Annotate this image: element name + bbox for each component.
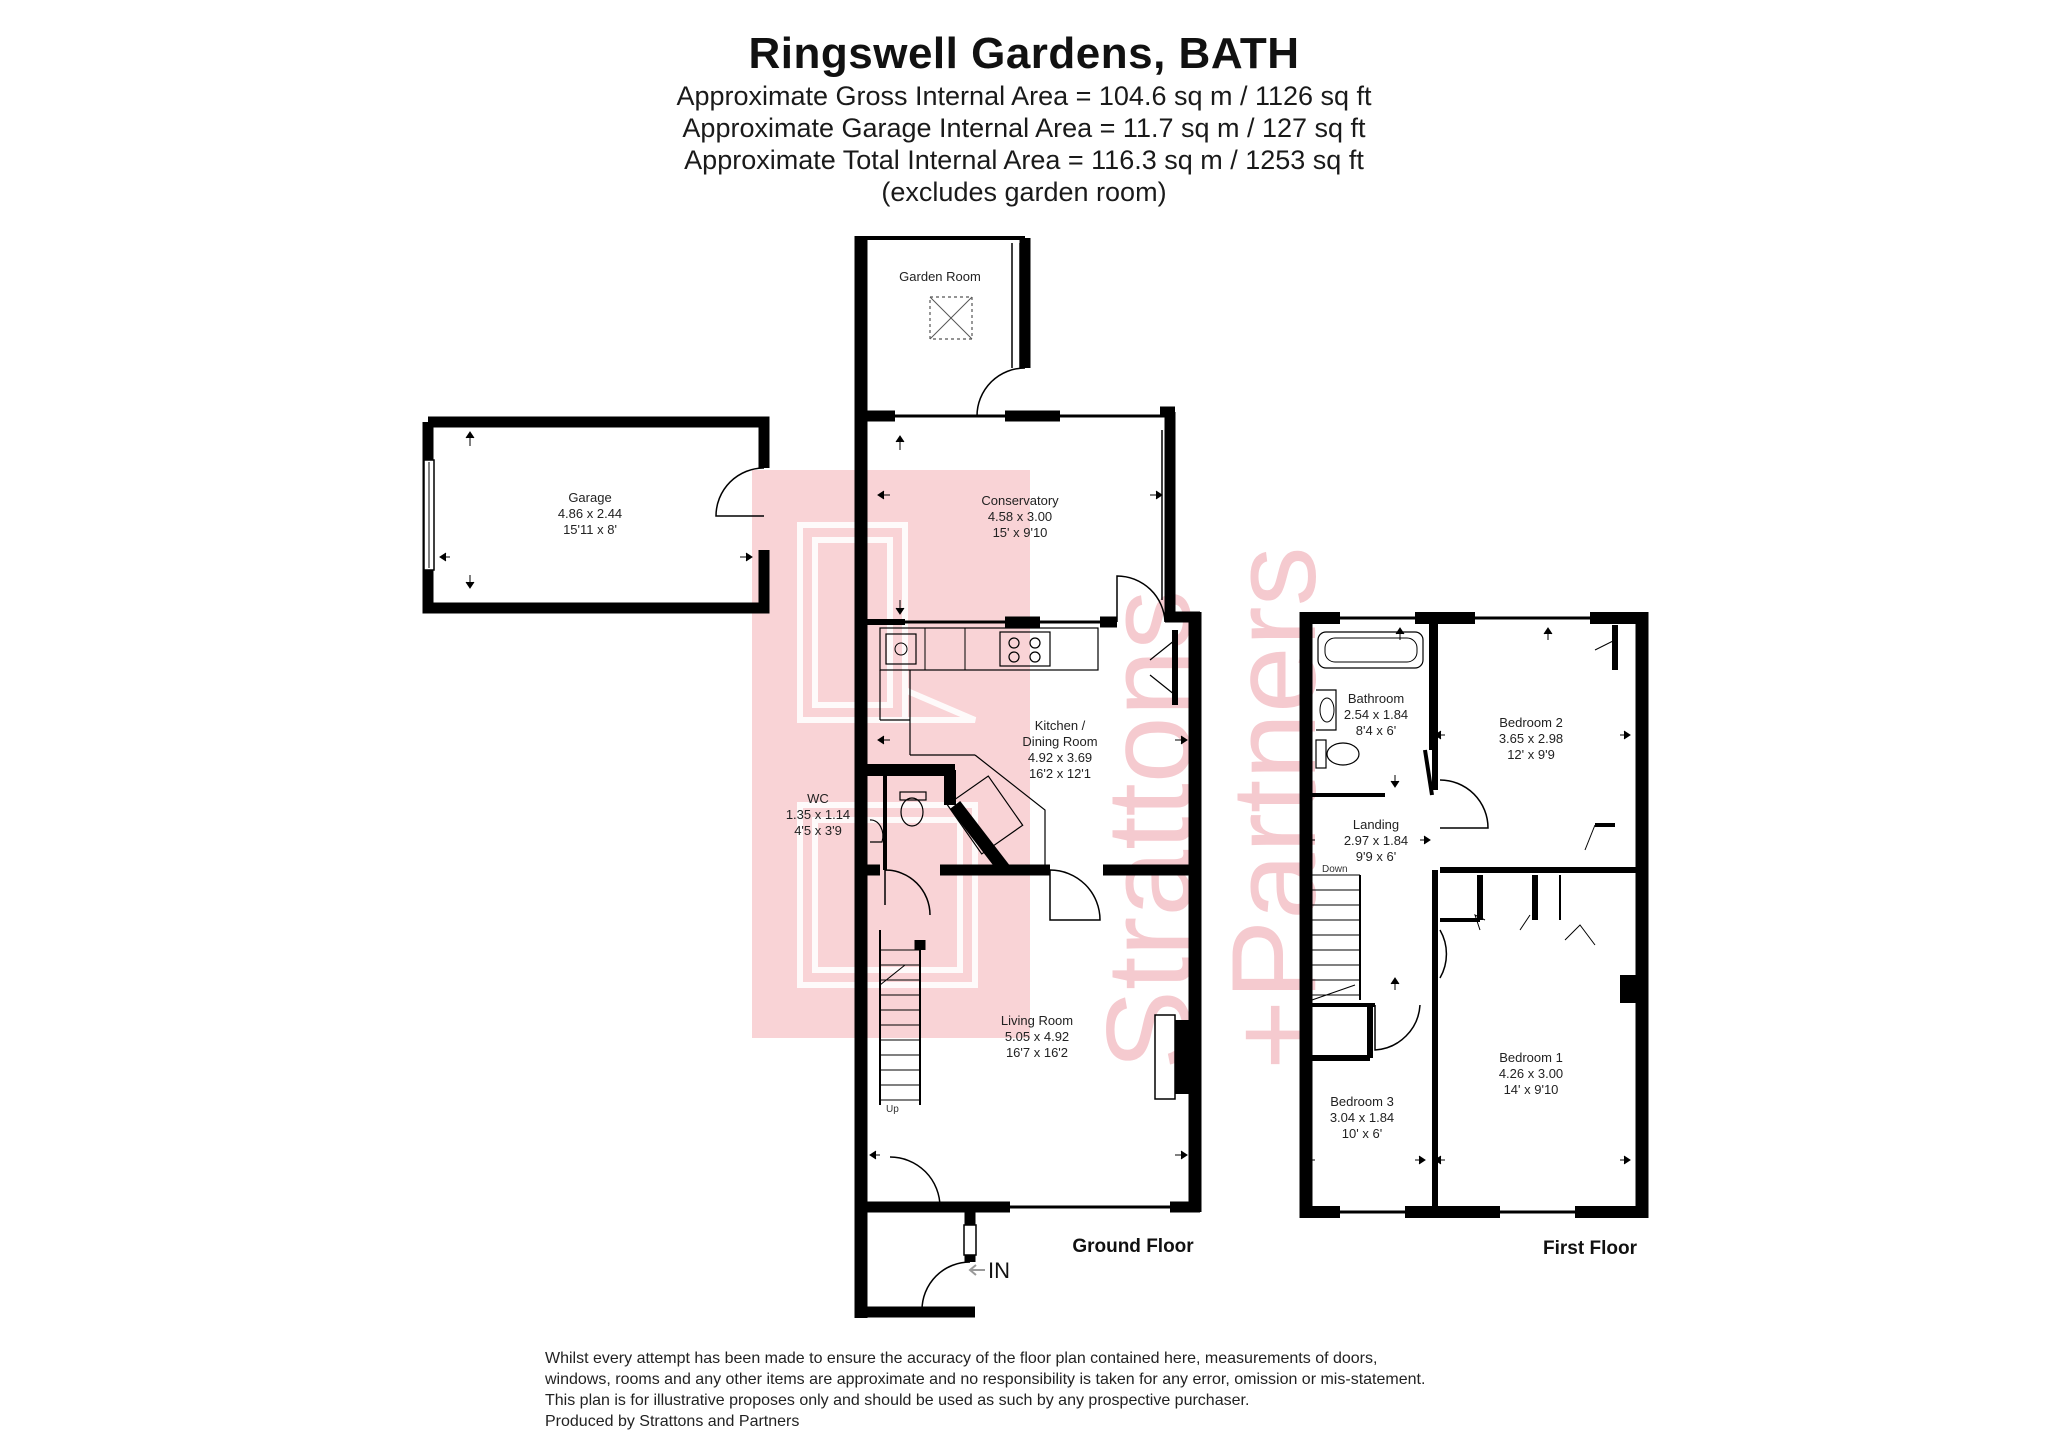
- conservatory-metric: 4.58 x 3.00: [988, 509, 1052, 524]
- bedroom1-label: Bedroom 1: [1499, 1050, 1563, 1065]
- garage-metric: 4.86 x 2.44: [558, 506, 622, 521]
- disclaimer-line-3: This plan is for illustrative proposes o…: [545, 1392, 1250, 1409]
- total-area-text: Approximate Total Internal Area = 116.3 …: [684, 145, 1364, 175]
- bathroom-metric: 2.54 x 1.84: [1344, 707, 1408, 722]
- entrance-label: IN: [988, 1258, 1010, 1283]
- page-title: Ringswell Gardens, BATH: [748, 29, 1300, 78]
- kitchen-label-2: Dining Room: [1022, 734, 1097, 749]
- bedroom2-metric: 3.65 x 2.98: [1499, 731, 1563, 746]
- garage-area-text: Approximate Garage Internal Area = 11.7 …: [682, 113, 1366, 143]
- garage-label: Garage: [568, 490, 611, 505]
- disclaimer-line-1: Whilst every attempt has been made to en…: [545, 1350, 1378, 1367]
- bedroom2-imperial: 12' x 9'9: [1507, 747, 1555, 762]
- measurement-markers: [439, 431, 1631, 1165]
- watermark-text-2: +Partners: [1207, 546, 1341, 1070]
- watermark-logo: [752, 470, 1030, 1038]
- wc-metric: 1.35 x 1.14: [786, 807, 850, 822]
- bathroom-imperial: 8'4 x 6': [1356, 723, 1396, 738]
- bedroom2-label: Bedroom 2: [1499, 715, 1563, 730]
- disclaimer: Whilst every attempt has been made to en…: [545, 1348, 1845, 1432]
- header: Ringswell Gardens, BATH Approximate Gros…: [0, 28, 2048, 208]
- first-floor-label: First Floor: [1543, 1238, 1638, 1259]
- bedroom1-metric: 4.26 x 3.00: [1499, 1066, 1563, 1081]
- living-room-imperial: 16'7 x 16'2: [1006, 1045, 1068, 1060]
- wc-imperial: 4'5 x 3'9: [794, 823, 842, 838]
- kitchen-label-1: Kitchen /: [1035, 718, 1086, 733]
- garden-room-label: Garden Room: [899, 269, 981, 284]
- bathroom-label: Bathroom: [1348, 691, 1404, 706]
- stairs-down-label: Down: [1322, 864, 1348, 875]
- living-room-metric: 5.05 x 4.92: [1005, 1029, 1069, 1044]
- stairs-up-label: Up: [886, 1104, 899, 1115]
- bedroom3-imperial: 10' x 6': [1342, 1126, 1382, 1141]
- conservatory-imperial: 15' x 9'10: [993, 525, 1048, 540]
- landing-metric: 2.97 x 1.84: [1344, 833, 1408, 848]
- garage: [422, 416, 770, 614]
- ground-floor-walls: [854, 236, 1202, 1318]
- disclaimer-line-4: Produced by Strattons and Partners: [545, 1413, 800, 1430]
- bedroom1-imperial: 14' x 9'10: [1504, 1082, 1559, 1097]
- garage-imperial: 15'11 x 8': [563, 522, 617, 537]
- kitchen-imperial: 16'2 x 12'1: [1029, 766, 1091, 781]
- ground-floor-label: Ground Floor: [1072, 1236, 1194, 1257]
- bedroom3-label: Bedroom 3: [1330, 1094, 1394, 1109]
- entrance-arrow-icon: [968, 1264, 985, 1276]
- landing-label: Landing: [1353, 817, 1399, 832]
- kitchen-metric: 4.92 x 3.69: [1028, 750, 1092, 765]
- landing-imperial: 9'9 x 6': [1356, 849, 1396, 864]
- wc-label: WC: [807, 791, 829, 806]
- disclaimer-line-2: windows, rooms and any other items are a…: [545, 1371, 1426, 1388]
- bedroom3-metric: 3.04 x 1.84: [1330, 1110, 1394, 1125]
- gross-area-text: Approximate Gross Internal Area = 104.6 …: [676, 81, 1372, 111]
- exclusion-note: (excludes garden room): [881, 177, 1167, 207]
- conservatory-label: Conservatory: [981, 493, 1059, 508]
- living-room-label: Living Room: [1001, 1013, 1073, 1028]
- first-floor-walls: [1299, 612, 1649, 1218]
